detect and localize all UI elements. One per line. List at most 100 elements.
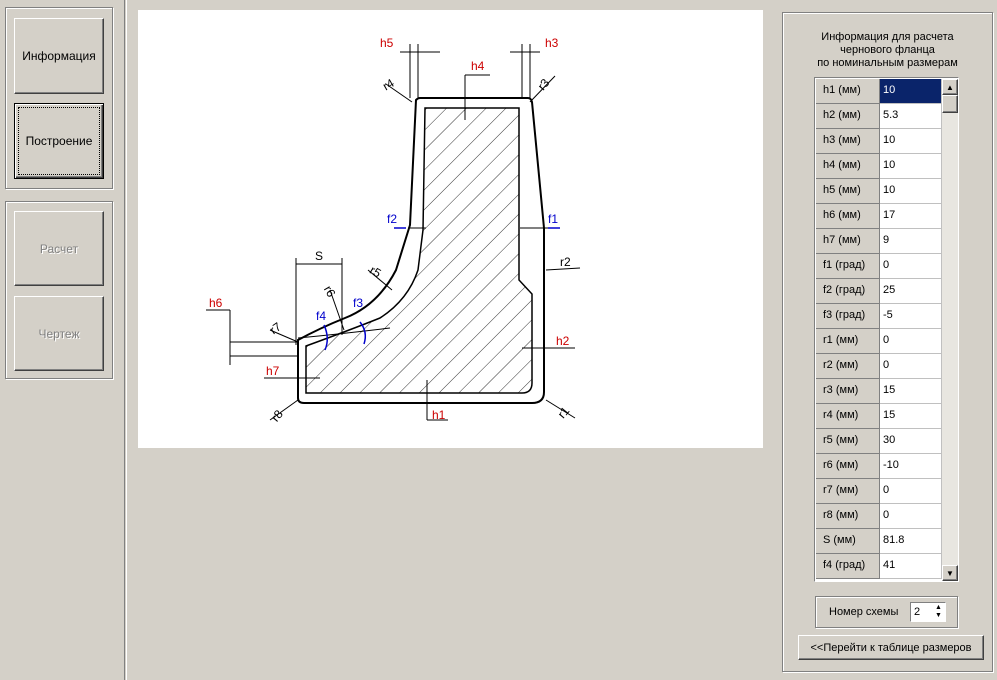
- param-value[interactable]: 5.3: [880, 104, 942, 129]
- scroll-down-button[interactable]: ▼: [942, 565, 958, 581]
- table-row[interactable]: f1 (град)0: [816, 254, 942, 279]
- spin-up-icon[interactable]: ▲: [935, 604, 942, 611]
- param-value[interactable]: 10: [880, 154, 942, 179]
- param-value[interactable]: 15: [880, 379, 942, 404]
- param-name: r2 (мм): [816, 354, 880, 379]
- label-r6: r6: [321, 283, 339, 300]
- param-name: h1 (мм): [816, 79, 880, 104]
- title-line-1: Информация для расчета: [821, 31, 954, 43]
- goto-table-button[interactable]: <<Перейти к таблице размеров: [798, 635, 984, 660]
- left-panel: [0, 0, 125, 680]
- build-button-label: Построение: [25, 134, 93, 148]
- label-r5: r5: [367, 263, 384, 281]
- label-r2: r2: [560, 255, 571, 269]
- table-row[interactable]: r6 (мм)-10: [816, 454, 942, 479]
- table-row[interactable]: r5 (мм)30: [816, 429, 942, 454]
- param-value[interactable]: -5: [880, 304, 942, 329]
- spinner-arrows[interactable]: ▲ ▼: [932, 604, 945, 620]
- label-r4: r4: [380, 76, 397, 94]
- param-value[interactable]: 10: [880, 129, 942, 154]
- param-value[interactable]: 17: [880, 204, 942, 229]
- group-top: [5, 7, 113, 189]
- table-row[interactable]: r1 (мм)0: [816, 329, 942, 354]
- param-value[interactable]: 81.8: [880, 529, 942, 554]
- group-bottom: [5, 201, 113, 379]
- param-value[interactable]: 25: [880, 279, 942, 304]
- label-h1: h1: [432, 408, 446, 422]
- param-value[interactable]: 0: [880, 329, 942, 354]
- label-f2: f2: [387, 212, 397, 226]
- table-row[interactable]: r3 (мм)15: [816, 379, 942, 404]
- build-button[interactable]: Построение: [14, 103, 104, 179]
- param-value[interactable]: 0: [880, 504, 942, 529]
- spin-down-icon[interactable]: ▼: [935, 612, 942, 619]
- table-row[interactable]: f4 (град)41: [816, 554, 942, 579]
- param-value[interactable]: 10: [880, 179, 942, 204]
- param-value[interactable]: 0: [880, 354, 942, 379]
- table-row[interactable]: h4 (мм)10: [816, 154, 942, 179]
- label-h2: h2: [556, 334, 570, 348]
- param-name: r1 (мм): [816, 329, 880, 354]
- right-panel-title: Информация для расчета чернового фланца …: [790, 31, 985, 70]
- param-value[interactable]: 41: [880, 554, 942, 579]
- label-f1: f1: [548, 212, 558, 226]
- param-value[interactable]: 0: [880, 254, 942, 279]
- info-button[interactable]: Информация: [14, 18, 104, 94]
- grid-scrollbar[interactable]: ▲ ▼: [942, 79, 958, 581]
- param-name: h2 (мм): [816, 104, 880, 129]
- param-name: h4 (мм): [816, 154, 880, 179]
- table-row[interactable]: h6 (мм)17: [816, 204, 942, 229]
- table-row[interactable]: r2 (мм)0: [816, 354, 942, 379]
- table-row[interactable]: S (мм)81.8: [816, 529, 942, 554]
- label-h4: h4: [471, 59, 485, 73]
- right-panel: [782, 12, 993, 672]
- label-r1: r1: [555, 404, 573, 421]
- table-row[interactable]: h2 (мм)5.3: [816, 104, 942, 129]
- table-row[interactable]: r4 (мм)15: [816, 404, 942, 429]
- table-row[interactable]: f2 (град)25: [816, 279, 942, 304]
- table-row[interactable]: h5 (мм)10: [816, 179, 942, 204]
- table-row[interactable]: h3 (мм)10: [816, 129, 942, 154]
- label-r3: r3: [535, 76, 553, 93]
- drawing-canvas: h5 h3 h4 h2 h6 h7 h1 r4 r3 r2 r5 r6 r7 r…: [138, 10, 763, 448]
- param-name: r7 (мм): [816, 479, 880, 504]
- table-row[interactable]: h7 (мм)9: [816, 229, 942, 254]
- param-value[interactable]: 30: [880, 429, 942, 454]
- param-name: f2 (град): [816, 279, 880, 304]
- label-r8: r8: [268, 407, 286, 424]
- param-name: f1 (град): [816, 254, 880, 279]
- table-row[interactable]: r7 (мм)0: [816, 479, 942, 504]
- param-name: h7 (мм): [816, 229, 880, 254]
- scroll-up-button[interactable]: ▲: [942, 79, 958, 95]
- label-f4: f4: [316, 309, 326, 323]
- calc-button[interactable]: Расчет: [14, 211, 104, 286]
- scroll-thumb[interactable]: [942, 95, 958, 113]
- table-row[interactable]: h1 (мм)10: [816, 79, 942, 104]
- param-name: f4 (град): [816, 554, 880, 579]
- inner-contour: [305, 107, 533, 394]
- param-value[interactable]: 10: [880, 79, 942, 104]
- calc-button-label: Расчет: [39, 241, 79, 256]
- flange-scheme: h5 h3 h4 h2 h6 h7 h1 r4 r3 r2 r5 r6 r7 r…: [206, 36, 581, 424]
- param-name: f3 (град): [816, 304, 880, 329]
- param-value[interactable]: -10: [880, 454, 942, 479]
- drawing-button-label: Чертеж: [38, 326, 80, 341]
- label-f3: f3: [353, 296, 363, 310]
- param-value[interactable]: 15: [880, 404, 942, 429]
- outer-contour: [297, 97, 545, 404]
- drawing-button[interactable]: Чертеж: [14, 296, 104, 371]
- param-value[interactable]: 0: [880, 479, 942, 504]
- param-value[interactable]: 9: [880, 229, 942, 254]
- label-h6: h6: [209, 296, 223, 310]
- param-name: h5 (мм): [816, 179, 880, 204]
- table-row[interactable]: f3 (град)-5: [816, 304, 942, 329]
- label-S: S: [315, 249, 323, 263]
- scheme-value[interactable]: 2: [914, 606, 921, 618]
- title-line-2: чернового фланца: [840, 44, 935, 56]
- label-h3: h3: [545, 36, 559, 50]
- table-row[interactable]: r8 (мм)0: [816, 504, 942, 529]
- scroll-down-icon: ▼: [946, 568, 954, 578]
- scheme-spinner[interactable]: 2 ▲ ▼: [910, 602, 946, 622]
